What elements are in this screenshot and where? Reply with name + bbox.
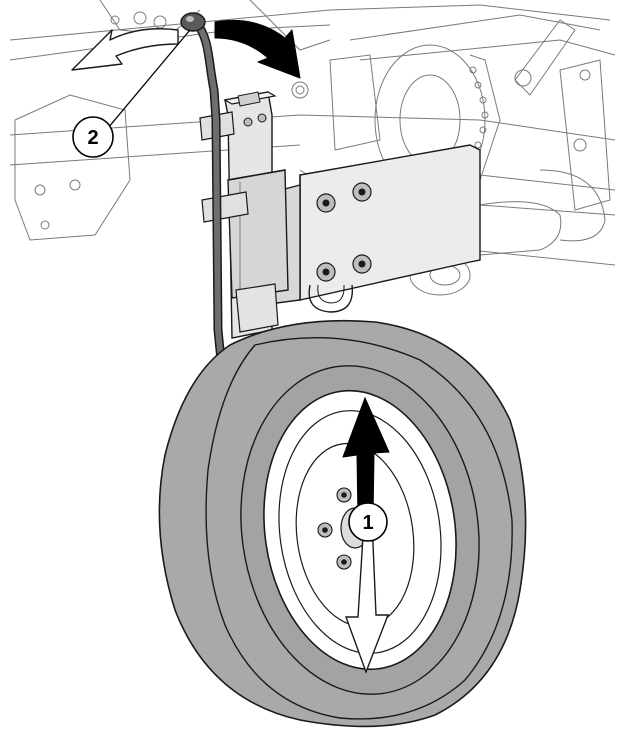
callout-2: 2 xyxy=(72,29,191,158)
background-frame xyxy=(9,0,616,296)
hub-bolts xyxy=(317,487,352,570)
height-adjustment-column xyxy=(199,91,289,339)
callout-1: 1 xyxy=(348,502,388,542)
control-cable xyxy=(180,12,227,375)
callout-2-label: 2 xyxy=(87,127,98,149)
cable-handle xyxy=(180,12,206,32)
bracket-bolts xyxy=(316,182,372,282)
mounting-bracket xyxy=(261,144,481,313)
callout-1-label: 1 xyxy=(362,512,373,534)
depth-wheel xyxy=(158,319,527,728)
cable-rotation-arrows xyxy=(71,19,301,79)
